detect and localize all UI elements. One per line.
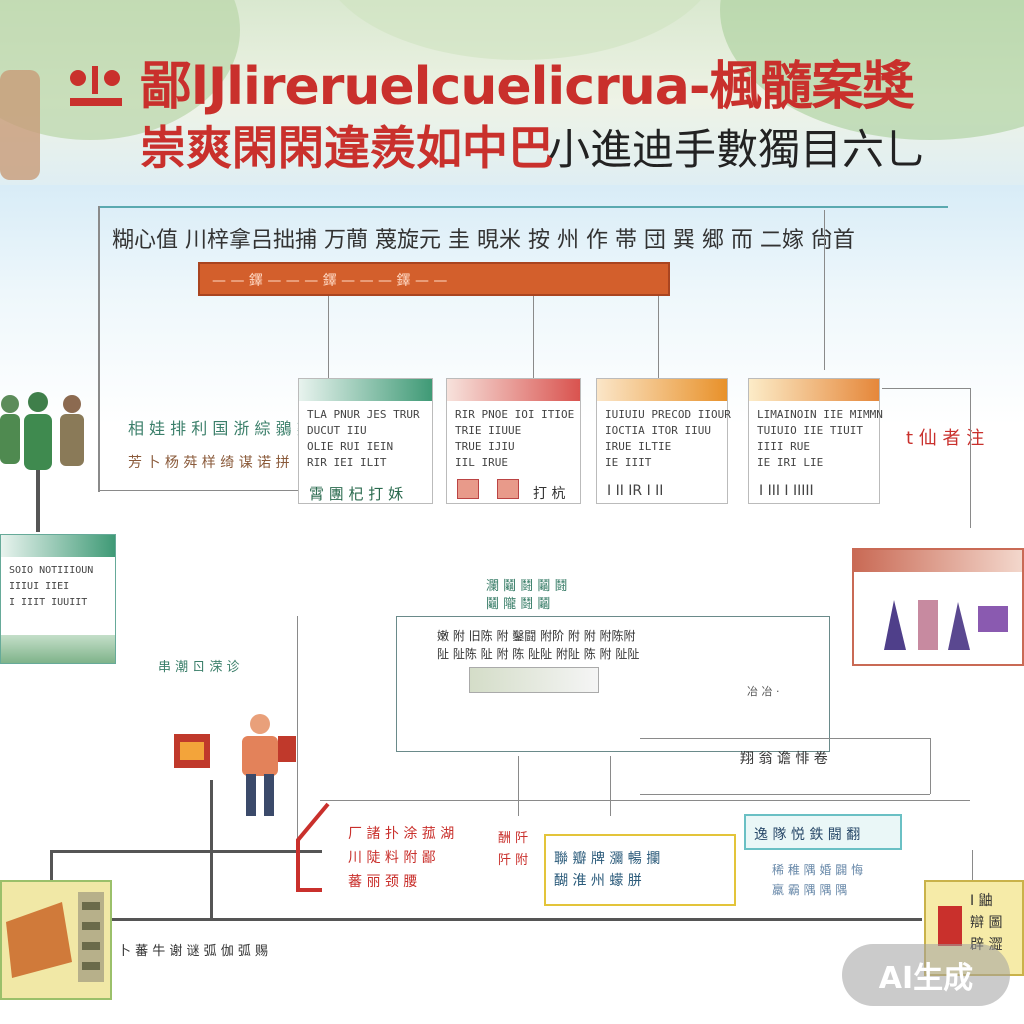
section-heading: 糊心值 川梓拿吕拙捕 万蕳 蔑旋元 圭 晛米 按 州 作 帯 団 巽 郷 而 二…: [112, 228, 855, 253]
left-panel-line2: 芳 卜 杨 荈 样 绮 谋 诺 拼: [128, 455, 290, 471]
bottom-frame-top: [320, 800, 970, 801]
left-frame-bottom: [98, 490, 298, 491]
logo-icon: [70, 66, 122, 106]
note-frame-bottom: [640, 794, 930, 795]
vertical-connector: [297, 616, 298, 846]
top-divider: [98, 206, 948, 208]
bottom-footer-text: 卜 蕃 牛 谢 谜 弧 伽 弧 赐: [118, 944, 269, 959]
right-bracket-top: [882, 388, 970, 389]
left-card-text: SOIO NOTIIIOUN IIIUI IIEI I IIIT IUUIIT: [9, 565, 94, 608]
left-frame-line: [98, 206, 100, 492]
card-text: IUIUIU PRECOD IIOUR IOCTIA ITOR IIUU IRU…: [605, 408, 731, 469]
teal-sub-text: 稀 稚 隅 婚 闢 悔 羸 霸 隅 隅 隅: [772, 863, 864, 897]
bottom-left-building-card: [0, 880, 112, 1000]
teal-box-text: 逸 隊 悦 鉄 闘 翻: [754, 827, 861, 843]
card-footer: 霄 團 杞 打 姀: [309, 485, 404, 503]
building-icon: [6, 892, 104, 982]
bottom-baseline: [112, 918, 922, 921]
people-group-icon: [0, 392, 84, 470]
center-progress-bar: [469, 667, 599, 693]
center-heading: 瀾 鬮 鬪 鬮 鬪 鬮 隴 鬪 鬮: [486, 579, 568, 612]
page-subtitle-secondary: 小進迪手數獨目六乚: [548, 125, 927, 174]
panel-bar-icon: [938, 906, 962, 946]
worker-icon: [174, 714, 296, 816]
center-box: 嫩 附 旧陈 附 鑿闘 附阶 附 附 附陈附 阯 阯陈 阯 附 陈 阯阯 附阯 …: [396, 616, 830, 752]
card-footer: 打 杭: [533, 486, 566, 502]
connector: [328, 296, 329, 378]
card-text: RIR PNOE IOI ITIOE TRIE IIUUE TRUE IJIU …: [455, 408, 575, 469]
page-subtitle: 崇爽閑閑違羨如中巴: [140, 121, 554, 175]
ai-generated-badge: AI生成: [842, 944, 1010, 1006]
arrow-icon: [296, 802, 330, 892]
bottom-yellow-box: 聯 瓣 牌 瀰 暢 攔 醐 淮 州 蠓 胼: [544, 834, 736, 906]
card-stamp-icon: [457, 479, 479, 499]
center-row1: 嫩 附 旧陈 附 鑿闘 附阶 附 附 附陈附: [437, 629, 636, 643]
center-row2: 阯 阯陈 阯 附 陈 阯阯 附阯 陈 附 阯阯: [437, 647, 640, 661]
card-footer: I II IR I II: [607, 483, 664, 499]
center-note: 翔 翁 谵 悱 卷: [740, 751, 828, 767]
connector: [518, 756, 519, 816]
connector: [824, 210, 825, 370]
top-banner-bar: — — 鐸 — — — 鐸 — — — 鐸 — —: [198, 262, 670, 296]
connector: [610, 756, 611, 816]
page-title: 鄙lJlireruelcuelicrua-楓髓案獎: [140, 57, 914, 117]
card-text: LIMAINOIN IIE MIMMN TUIUIO IIE TIUIT III…: [757, 408, 883, 469]
header-banner: [0, 0, 1024, 185]
connector: [533, 296, 534, 378]
card-footer: I III I IIIII: [759, 483, 814, 499]
card-orange: IUIUIU PRECOD IIOUR IOCTIA ITOR IIUU IRU…: [596, 378, 731, 504]
bottom-flow-line: [50, 850, 322, 853]
bottom-teal-box: 逸 隊 悦 鉄 闘 翻: [744, 814, 902, 850]
bottom-red-block: 厂 諸 扑 涂 菰 湖 川 陡 料 附 鄙 蕃 丽 颈 腰: [348, 826, 455, 890]
right-label: t 仙 者 注: [906, 428, 985, 449]
yellow-box-text: 聯 瓣 牌 瀰 暢 攔 醐 淮 州 蠓 胼: [554, 851, 661, 889]
center-dot-text: 冶 冶 ·: [747, 685, 780, 698]
card-green: TLA PNUR JES TRUR DUCUT IIU OLIE RUI IEI…: [298, 378, 433, 504]
left-card: SOIO NOTIIIOUN IIIUI IIEI I IIIT IUUIIT: [0, 534, 116, 664]
right-bracket-side: [970, 388, 971, 528]
card-stamp-icon: [497, 479, 519, 499]
people-connector: [36, 470, 40, 532]
card-red: RIR PNOE IOI ITIOE TRIE IIUUE TRUE IJIU …: [446, 378, 581, 504]
clothing-rack-icon: [884, 600, 1008, 650]
bottom-red-tag: 酬 阡 阡 附: [498, 831, 529, 868]
bottom-flow-drop: [50, 850, 53, 890]
note-frame-top: [640, 738, 930, 739]
card-text: TLA PNUR JES TRUR DUCUT IIU OLIE RUI IEI…: [307, 408, 420, 469]
card-yellow: LIMAINOIN IIE MIMMN TUIUIO IIE TIUIT III…: [748, 378, 883, 504]
connector: [658, 296, 659, 378]
right-image-card: [852, 548, 1024, 666]
left-panel-line1: 相 娃 排 利 国 浙 綜 鶸 婆 發: [128, 419, 334, 438]
note-frame-side: [930, 738, 931, 794]
banner-bar-text: — — 鐸 — — — 鐸 — — — 鐸 — —: [212, 273, 448, 289]
bottom-flow-vertical: [210, 780, 213, 920]
left-small-label: 串 潮 ㄖ 溁 诊: [158, 660, 240, 675]
